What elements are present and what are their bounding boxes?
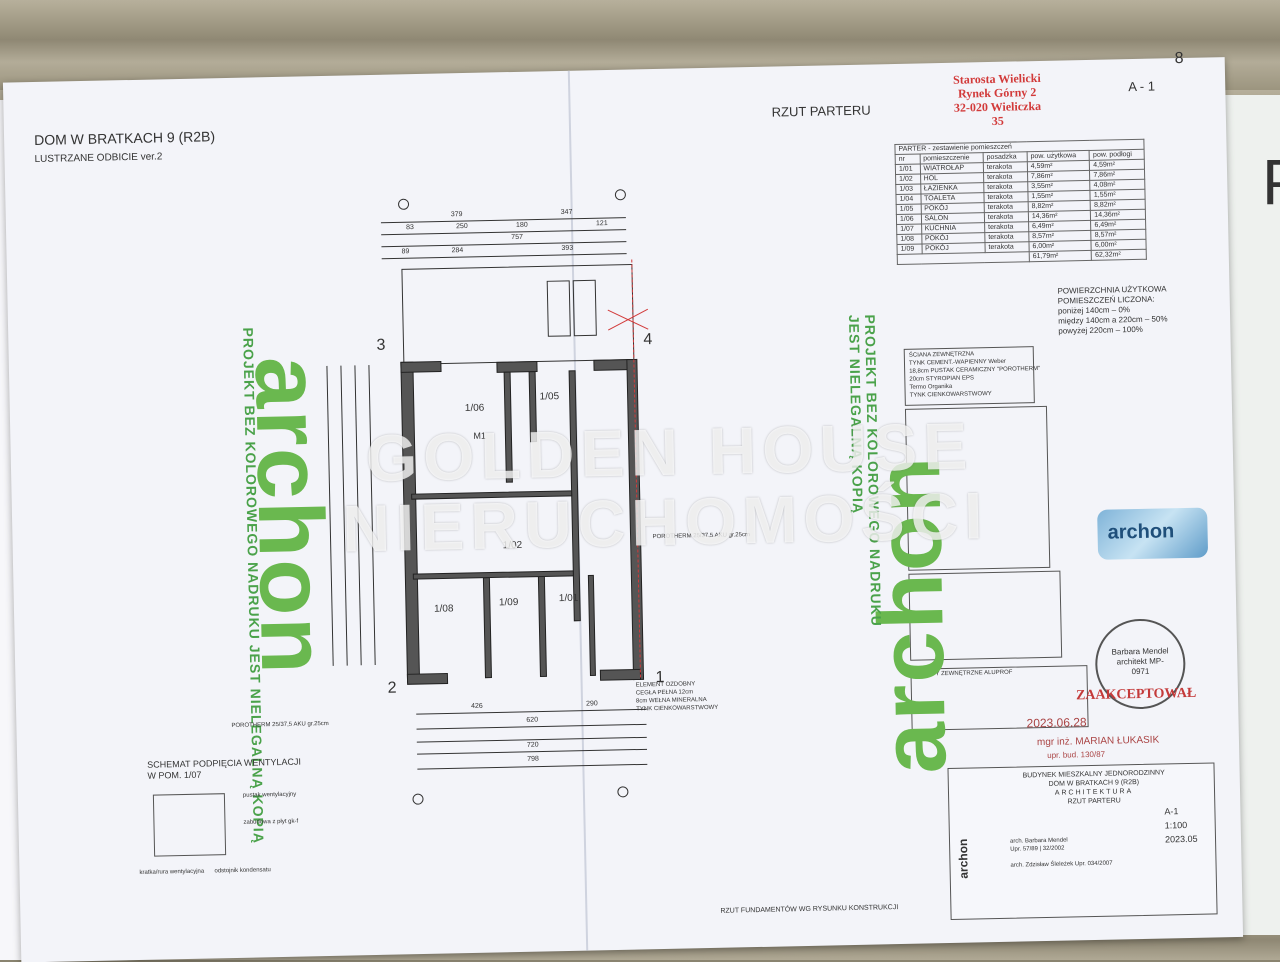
room-label: 1/09 — [498, 596, 519, 609]
floor-plan-drawing — [326, 189, 649, 805]
dimension-label: 83 — [405, 224, 414, 232]
architectural-sheet: DOM W BRATKACH 9 (R2B) LUSTRZANE ODBICIE… — [2, 50, 1244, 962]
dimension-label: 757 — [511, 233, 524, 242]
dimension-label: 620 — [526, 716, 539, 724]
decorative-element-note: ELEMENT OZDOBNY CEGŁA PEŁNA 12cm 8cm WEŁ… — [635, 681, 719, 713]
watermark-line-2: NIERUCHOMOŚCI — [341, 478, 990, 566]
room-label: 1/05 — [539, 391, 560, 403]
dimension-label: 284 — [451, 247, 464, 255]
dimension-label: 798 — [527, 755, 539, 763]
ventilation-label: odstojnik kondensatu — [214, 867, 271, 875]
axis-label: 4 — [643, 331, 653, 349]
dimension-label: 379 — [450, 211, 463, 219]
room-label: 1/01 — [558, 592, 579, 605]
ventilation-detail — [152, 793, 227, 857]
ventilation-title: SCHEMAT PODPIĘCIA WENTYLACJI W POM. 1/07 — [147, 756, 302, 781]
dimension-label: 393 — [561, 244, 574, 252]
dimension-label: 426 — [471, 702, 483, 710]
axis-label: 3 — [376, 336, 386, 354]
dimension-label: 250 — [455, 222, 468, 231]
dimension-label: 290 — [585, 700, 598, 708]
axis-label: 2 — [387, 679, 397, 697]
dimension-label: 720 — [526, 741, 539, 749]
dimension-label: 180 — [515, 221, 528, 229]
room-label: 1/06 — [464, 402, 485, 415]
room-label: 1/08 — [433, 603, 454, 615]
ventilation-label: pustak wentylacyjny — [242, 791, 297, 799]
dimension-label: 89 — [401, 248, 410, 256]
ventilation-label: zabudowa z płyt gk-f — [243, 818, 299, 826]
dimension-label: 347 — [560, 208, 573, 217]
dimension-label: 121 — [595, 220, 608, 228]
